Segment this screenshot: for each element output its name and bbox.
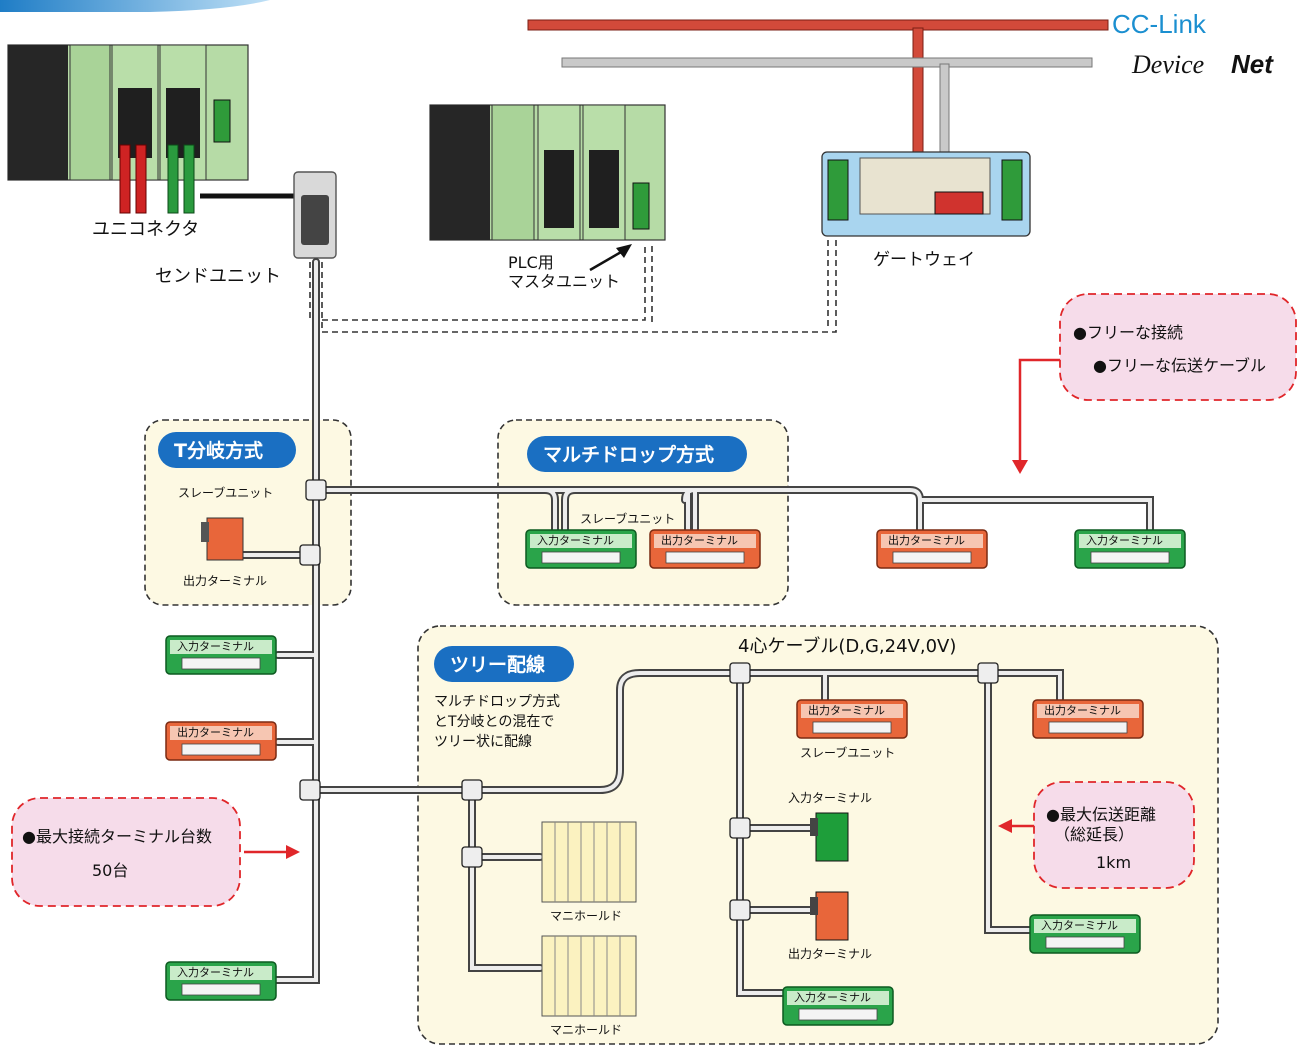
tree-desc-1: マルチドロップ方式 bbox=[434, 694, 560, 710]
svg-text:入力ターミナル: 入力ターミナル bbox=[1041, 919, 1118, 932]
tree-desc-3: ツリー状に配線 bbox=[434, 734, 532, 750]
gateway-device bbox=[821, 151, 1031, 237]
t-branch-output-device bbox=[206, 517, 244, 561]
input-terminal: 入力ターミナル bbox=[165, 961, 277, 1001]
send-unit bbox=[293, 171, 337, 259]
uni-connector-cables bbox=[119, 144, 195, 214]
t-branch-tag bbox=[158, 432, 296, 468]
plc-master-label-2: マスタユニット bbox=[508, 272, 620, 291]
cclink-logo: CC-Link bbox=[1112, 9, 1207, 39]
note-max-terminals-2: 50台 bbox=[92, 861, 128, 880]
note-max-distance bbox=[1033, 781, 1195, 889]
svg-text:入力ターミナル: 入力ターミナル bbox=[794, 991, 871, 1004]
t-branch-slave-label: スレーブユニット bbox=[178, 485, 273, 500]
svg-text:入力ターミナル: 入力ターミナル bbox=[537, 534, 614, 547]
dashed-links bbox=[309, 240, 837, 333]
multidrop-title: マルチドロップ方式 bbox=[543, 443, 714, 466]
tree-input-label: 入力ターミナル bbox=[788, 791, 872, 805]
manifold-upper bbox=[541, 821, 637, 903]
note-free-1: ●フリーな接続 bbox=[1073, 323, 1183, 342]
tree-desc-2: とT分岐との混在で bbox=[434, 714, 554, 730]
input-terminal: 入力ターミナル bbox=[1074, 529, 1186, 569]
tree-output-device bbox=[815, 891, 849, 941]
note-max-distance-2: （総延長） bbox=[1054, 825, 1134, 844]
svg-text:入力ターミナル: 入力ターミナル bbox=[1086, 534, 1163, 547]
input-terminal: 入力ターミナル bbox=[1029, 914, 1141, 954]
input-terminal: 入力ターミナル bbox=[165, 635, 277, 675]
output-terminal: 出力ターミナル bbox=[165, 721, 277, 761]
multidrop-tag bbox=[527, 436, 747, 472]
multidrop-slave-label: スレーブユニット bbox=[580, 511, 675, 526]
manifold-label-lower: マニホールド bbox=[550, 1023, 622, 1037]
tree-output-label: 出力ターミナル bbox=[788, 947, 872, 961]
uni-connector-label: ユニコネクタ bbox=[92, 219, 199, 240]
header-band bbox=[0, 0, 270, 12]
output-terminal: 出力ターミナル bbox=[796, 699, 908, 739]
tree-tag bbox=[434, 646, 574, 682]
svg-text:出力ターミナル: 出力ターミナル bbox=[661, 533, 738, 547]
plc-rack-master bbox=[429, 104, 666, 241]
devicenet-logo-b: Net bbox=[1231, 49, 1274, 79]
note-max-terminals bbox=[11, 797, 241, 907]
t-branch-output-label: 出力ターミナル bbox=[183, 574, 267, 588]
output-terminal: 出力ターミナル bbox=[1032, 699, 1144, 739]
note-free-arrow bbox=[1018, 358, 1060, 462]
tree-title: ツリー配線 bbox=[450, 653, 545, 676]
note-max-distance-3: 1km bbox=[1096, 853, 1131, 872]
svg-text:出力ターミナル: 出力ターミナル bbox=[1044, 703, 1121, 717]
svg-text:入力ターミナル: 入力ターミナル bbox=[177, 640, 254, 653]
input-terminal: 入力ターミナル bbox=[782, 986, 894, 1026]
t-branch-title: T分岐方式 bbox=[174, 439, 263, 462]
output-terminal: 出力ターミナル bbox=[649, 529, 761, 569]
plc-master-label-1: PLC用 bbox=[508, 253, 554, 272]
output-terminal: 出力ターミナル bbox=[876, 529, 988, 569]
svg-text:出力ターミナル: 出力ターミナル bbox=[808, 703, 885, 717]
manifold-lower bbox=[541, 935, 637, 1017]
tree-slave-label: スレーブユニット bbox=[800, 745, 895, 760]
note-max-distance-1: ●最大伝送距離 bbox=[1046, 805, 1156, 824]
manifold-label-upper: マニホールド bbox=[550, 909, 622, 923]
note-free-2: ●フリーな伝送ケーブル bbox=[1093, 356, 1266, 375]
svg-text:出力ターミナル: 出力ターミナル bbox=[888, 533, 965, 547]
devicenet-logo-a: Device bbox=[1131, 50, 1204, 79]
cable-label: 4心ケーブル(D,G,24V,0V) bbox=[738, 635, 956, 657]
gateway-label: ゲートウェイ bbox=[873, 250, 975, 270]
note-max-terminals-1: ●最大接続ターミナル台数 bbox=[22, 827, 212, 846]
tree-input-device bbox=[815, 812, 849, 862]
send-unit-label: センドユニット bbox=[155, 266, 281, 287]
note-free bbox=[1059, 293, 1297, 401]
input-terminal: 入力ターミナル bbox=[525, 529, 637, 569]
svg-text:出力ターミナル: 出力ターミナル bbox=[177, 725, 254, 739]
svg-text:入力ターミナル: 入力ターミナル bbox=[177, 966, 254, 979]
